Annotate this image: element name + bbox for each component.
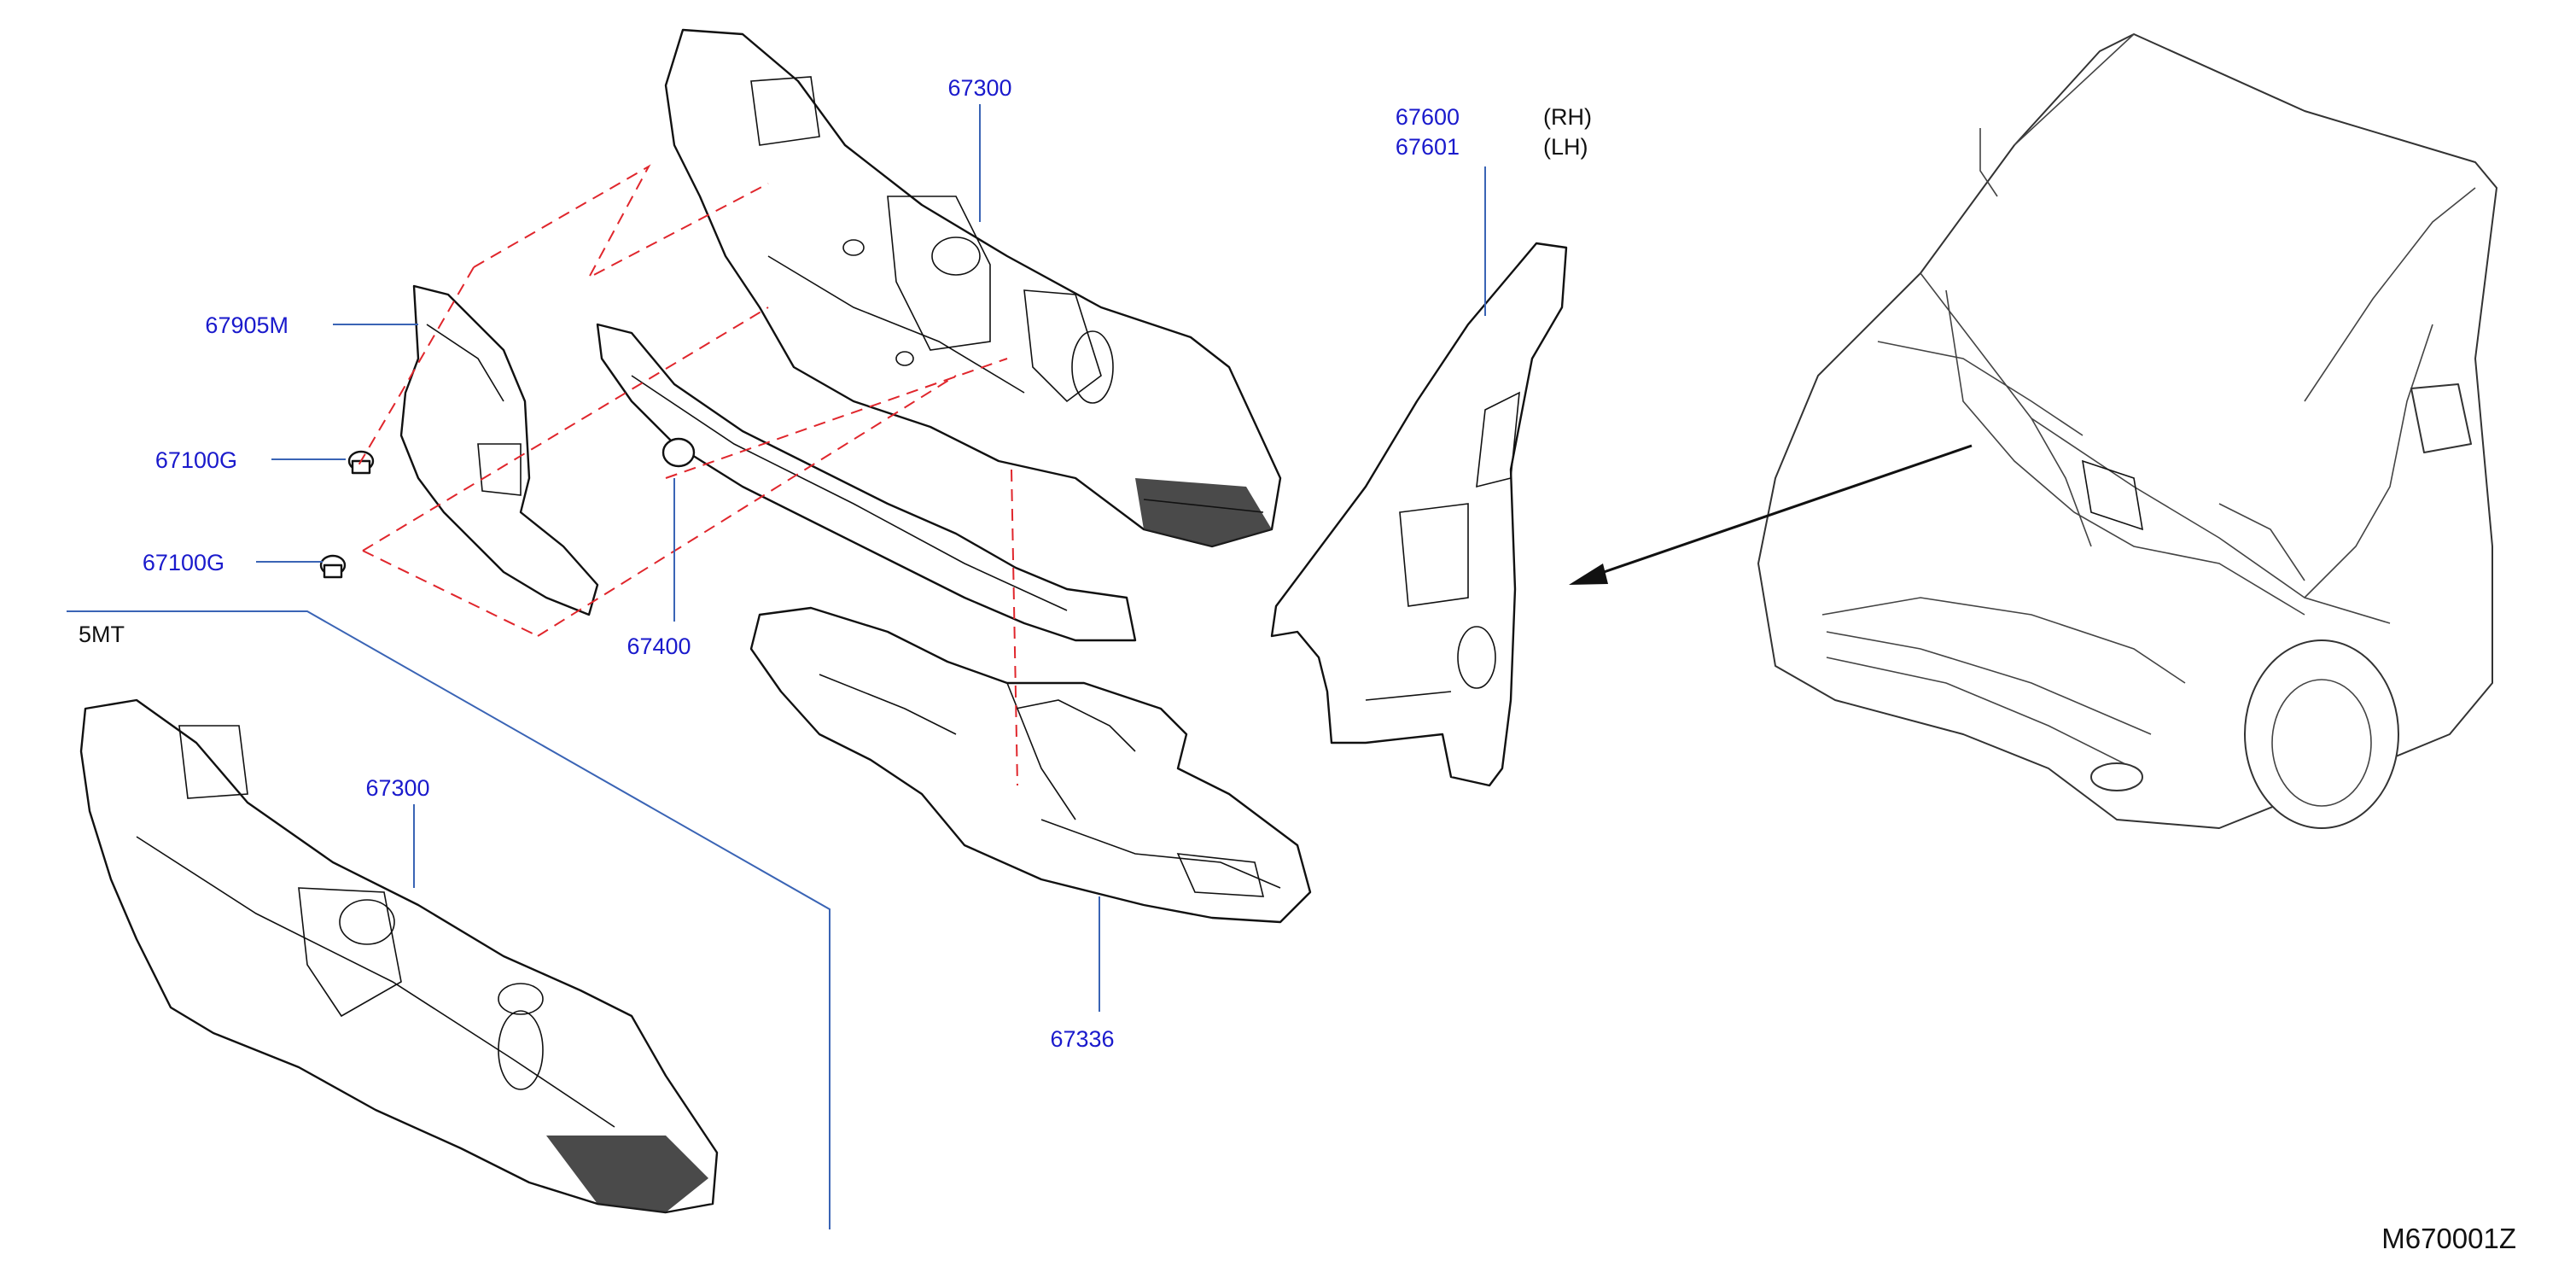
- label-dash-panel-upper[interactable]: 67300: [947, 75, 1011, 101]
- label-variant-5mt: 5MT: [79, 622, 125, 647]
- diagram-code: M670001Z: [2381, 1223, 2516, 1254]
- label-side-panel-rh-note: (RH): [1543, 104, 1592, 130]
- variant-boundary-line: [67, 610, 830, 1229]
- label-clip-lower[interactable]: 67100G: [143, 550, 224, 575]
- location-arrow: [1569, 444, 1973, 585]
- clip-lower[interactable]: [319, 554, 347, 579]
- label-side-panel-lh-note: (LH): [1543, 134, 1588, 160]
- vehicle-sketch: [1757, 33, 2497, 829]
- label-dash-panel-lower[interactable]: 67300: [365, 775, 429, 801]
- lower-insulator[interactable]: [749, 606, 1312, 924]
- leader-lines: [256, 104, 1486, 1012]
- label-side-panel-lh[interactable]: 67601: [1396, 134, 1460, 160]
- insulator-panel[interactable]: [399, 284, 599, 616]
- label-clip-upper[interactable]: 67100G: [155, 447, 237, 473]
- label-side-panel-rh[interactable]: 67600: [1396, 104, 1460, 130]
- label-lower-insulator[interactable]: 67336: [1050, 1026, 1114, 1052]
- side-panel[interactable]: [1270, 242, 1568, 787]
- label-cross-member[interactable]: 67400: [627, 634, 691, 659]
- alignment-lines: [358, 164, 1018, 786]
- dash-panel-lower[interactable]: [81, 700, 719, 1214]
- label-insulator[interactable]: 67905M: [205, 312, 288, 338]
